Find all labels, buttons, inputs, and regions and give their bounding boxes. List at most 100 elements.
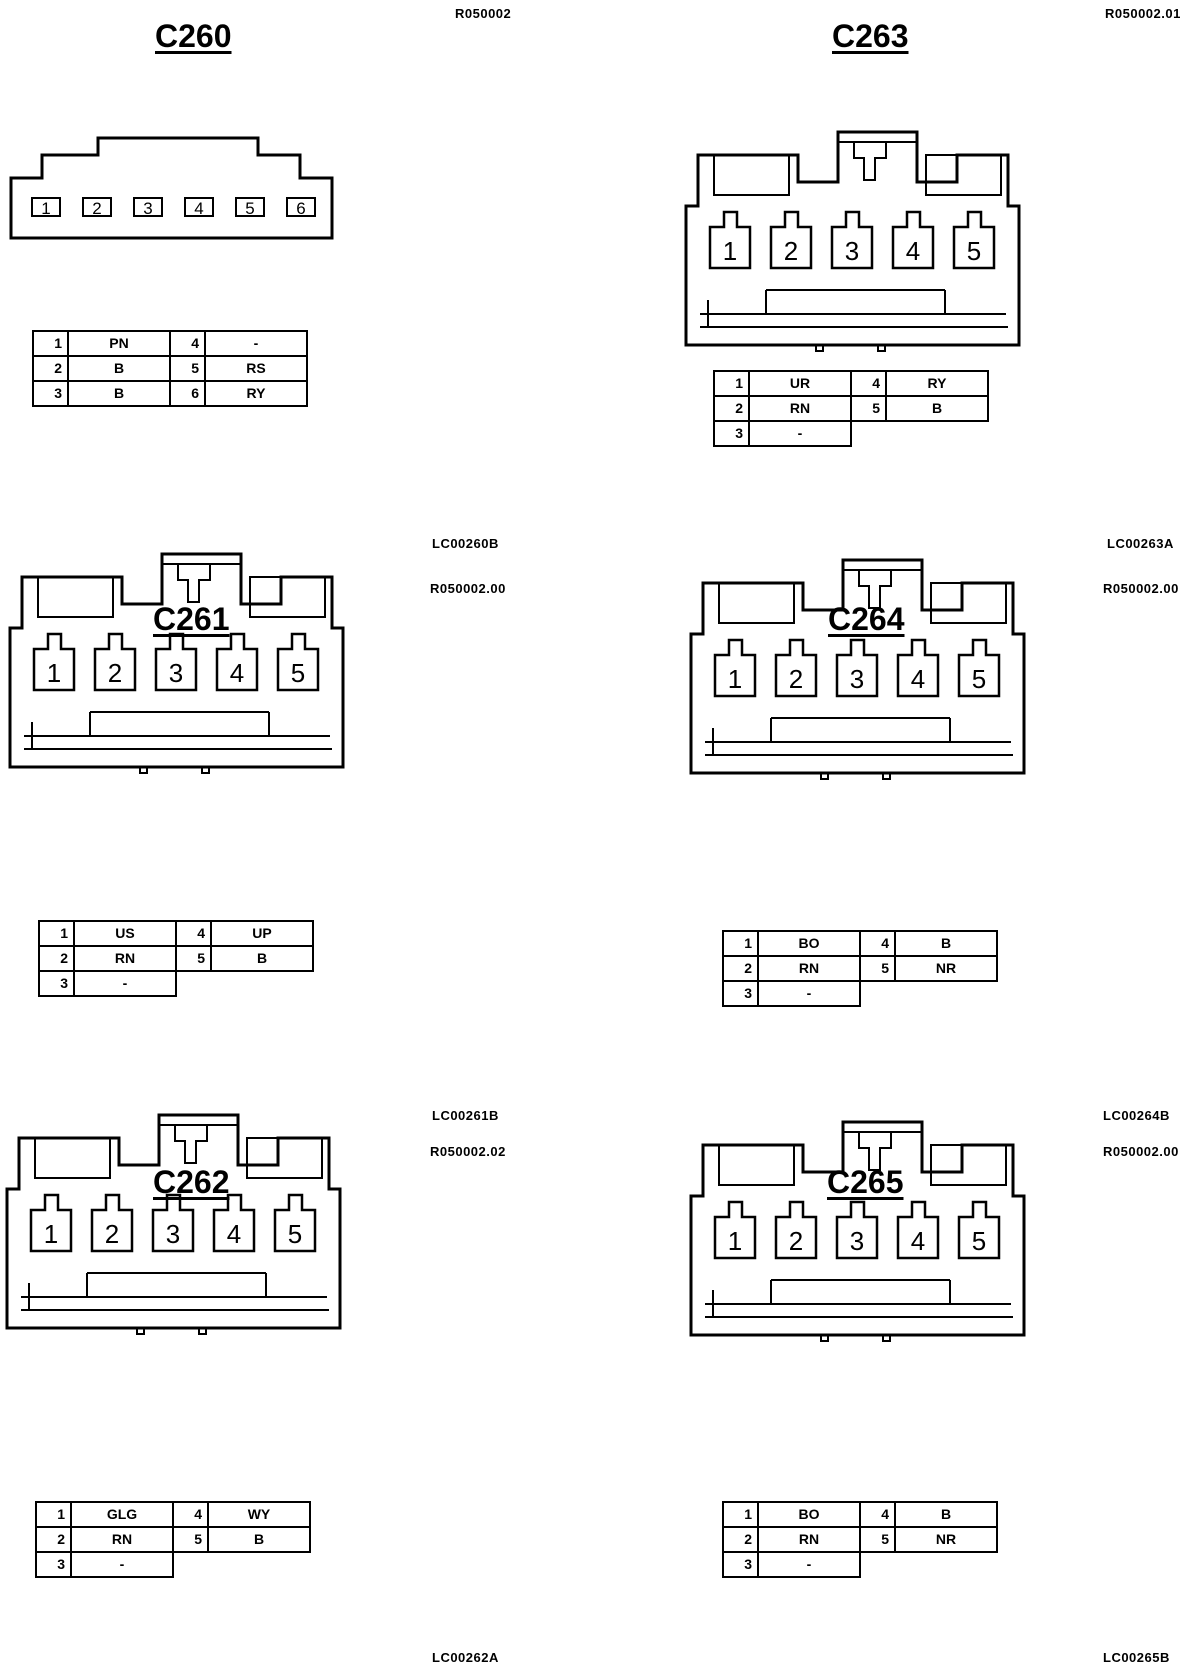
- pin-number-label: 5: [245, 199, 254, 218]
- pin-terminal: [151, 1193, 195, 1253]
- wire-color-cell: RN: [748, 395, 852, 422]
- pin-number-label: 2: [789, 1226, 803, 1256]
- pin-number-label: 3: [169, 658, 183, 688]
- pin-number-label: 3: [166, 1219, 180, 1249]
- table-row: 3-: [713, 420, 988, 447]
- table-row: 3-: [722, 980, 997, 1007]
- connector-title: C265: [827, 1164, 904, 1200]
- pin-terminal: [276, 632, 320, 692]
- housing-foot: [201, 766, 210, 774]
- pin-number-cell: 4: [169, 330, 206, 357]
- pin-number-cell: 2: [32, 355, 69, 382]
- pin-number-cell: 5: [859, 955, 896, 982]
- housing-window: [249, 576, 326, 618]
- pin-terminal: [830, 210, 874, 270]
- locking-latch: [853, 142, 887, 181]
- pin-number-label: 6: [296, 199, 305, 218]
- empty-cell: [208, 1552, 310, 1577]
- pin-number-cell: 5: [172, 1526, 209, 1553]
- pin-number-label: 2: [108, 658, 122, 688]
- pin-terminal: [708, 210, 752, 270]
- wire-color-cell: B: [67, 355, 171, 382]
- wire-color-cell: NR: [894, 1526, 998, 1553]
- pin-number-label: 4: [906, 236, 920, 266]
- pin-number-label: 5: [967, 236, 981, 266]
- wire-color-cell: WY: [207, 1501, 311, 1528]
- pin-number-label: 4: [194, 199, 203, 218]
- pin-number-label: 2: [784, 236, 798, 266]
- pin-terminal: [32, 632, 76, 692]
- pin-terminal: [774, 1200, 818, 1260]
- pin-terminal: [90, 1193, 134, 1253]
- housing-window: [930, 582, 1007, 624]
- drawing-ref-bottom: LC00262A: [432, 1650, 499, 1665]
- housing-window: [246, 1137, 323, 1179]
- pin-number-cell: 4: [175, 920, 212, 947]
- connector-title: C260: [155, 18, 232, 54]
- locking-latch: [858, 570, 892, 609]
- pin-terminal: [713, 638, 757, 698]
- pin-terminal: [93, 632, 137, 692]
- pin-number-cell: 1: [38, 920, 75, 947]
- pin-terminal: [29, 1193, 73, 1253]
- housing-body: [8, 552, 345, 769]
- housing-body: [684, 130, 1021, 347]
- drawing-ref-bottom: LC00263A: [1107, 536, 1174, 551]
- wire-color-cell: B: [894, 1501, 998, 1528]
- pin-number-label: 5: [972, 1226, 986, 1256]
- table-row: 3-: [722, 1551, 997, 1578]
- pin-number-cell: 5: [175, 945, 212, 972]
- pin-terminal: [215, 632, 259, 692]
- pin-number-label: 4: [911, 664, 925, 694]
- wire-color-cell: B: [894, 930, 998, 957]
- pin-number-label: 1: [47, 658, 61, 688]
- wire-color-cell: PN: [67, 330, 171, 357]
- pin-number-cell: 5: [859, 1526, 896, 1553]
- pin-terminal: [891, 210, 935, 270]
- empty-cell: [860, 1552, 895, 1577]
- pin-number-cell: 2: [713, 395, 750, 422]
- housing-rails: [705, 717, 1013, 756]
- pin-number-cell: 2: [38, 945, 75, 972]
- pin-terminal: [952, 210, 996, 270]
- pin-terminal: [769, 210, 813, 270]
- wire-color-cell: B: [207, 1526, 311, 1553]
- housing-body: [5, 1113, 342, 1330]
- pin-terminal: [957, 638, 1001, 698]
- housing-window: [718, 1144, 795, 1186]
- connector-title: C264: [828, 601, 905, 637]
- pin-number-label: 1: [728, 664, 742, 694]
- wire-color-cell: RN: [73, 945, 177, 972]
- pin-number-label: 1: [44, 1219, 58, 1249]
- pin-terminal: [713, 1200, 757, 1260]
- wire-color-cell: -: [70, 1551, 174, 1578]
- pin-number-cell: 4: [859, 930, 896, 957]
- pin-terminal: [835, 638, 879, 698]
- pin-number-label: 3: [850, 664, 864, 694]
- pin-terminal: [212, 1193, 256, 1253]
- drawing-ref-top: R050002: [455, 6, 512, 21]
- wire-color-cell: -: [757, 980, 861, 1007]
- housing-body: [9, 136, 334, 240]
- housing-body: [689, 1120, 1026, 1337]
- empty-cell: [895, 1552, 997, 1577]
- pin-number-label: 1: [728, 1226, 742, 1256]
- pin-number-label: 2: [789, 664, 803, 694]
- wire-color-cell: US: [73, 920, 177, 947]
- pin-number-cell: 5: [169, 355, 206, 382]
